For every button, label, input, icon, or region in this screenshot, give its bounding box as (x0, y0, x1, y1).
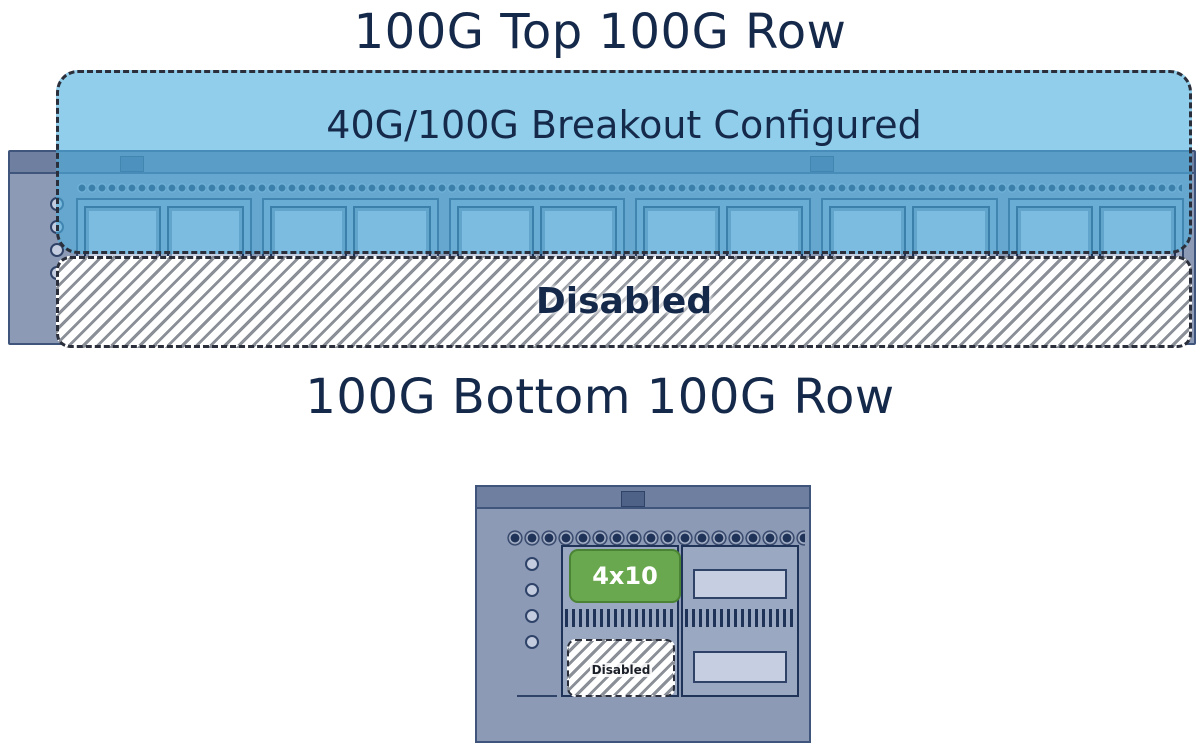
top-row-title: 100G Top 100G Row (353, 4, 847, 60)
detail-top-lip (477, 487, 809, 509)
breakout-4x10-badge: 4x10 (569, 549, 681, 603)
led-icon (525, 557, 539, 571)
port-detail-zoom: 4x10 Disabled (475, 485, 811, 743)
detail-status-leds (525, 557, 541, 657)
disabled-overlay: Disabled (56, 256, 1192, 348)
led-icon (525, 635, 539, 649)
led-icon (525, 609, 539, 623)
detail-port-right-cage-lower (693, 651, 787, 683)
detail-port-right-cage (693, 569, 787, 599)
detail-grille-left (565, 609, 675, 627)
bottom-row-title: 100G Bottom 100G Row (305, 369, 895, 425)
detail-grille-right (685, 609, 795, 627)
led-icon (525, 583, 539, 597)
disabled-label: Disabled (535, 281, 713, 322)
detail-disabled-badge: Disabled (567, 639, 675, 697)
breakout-configured-overlay: 40G/100G Breakout Configured (56, 70, 1192, 254)
detail-status-holes (507, 529, 805, 547)
breakout-configured-label: 40G/100G Breakout Configured (326, 103, 922, 147)
chassis-tab (621, 491, 645, 507)
detail-divider-line (517, 695, 557, 697)
detail-disabled-label: Disabled (589, 663, 653, 677)
